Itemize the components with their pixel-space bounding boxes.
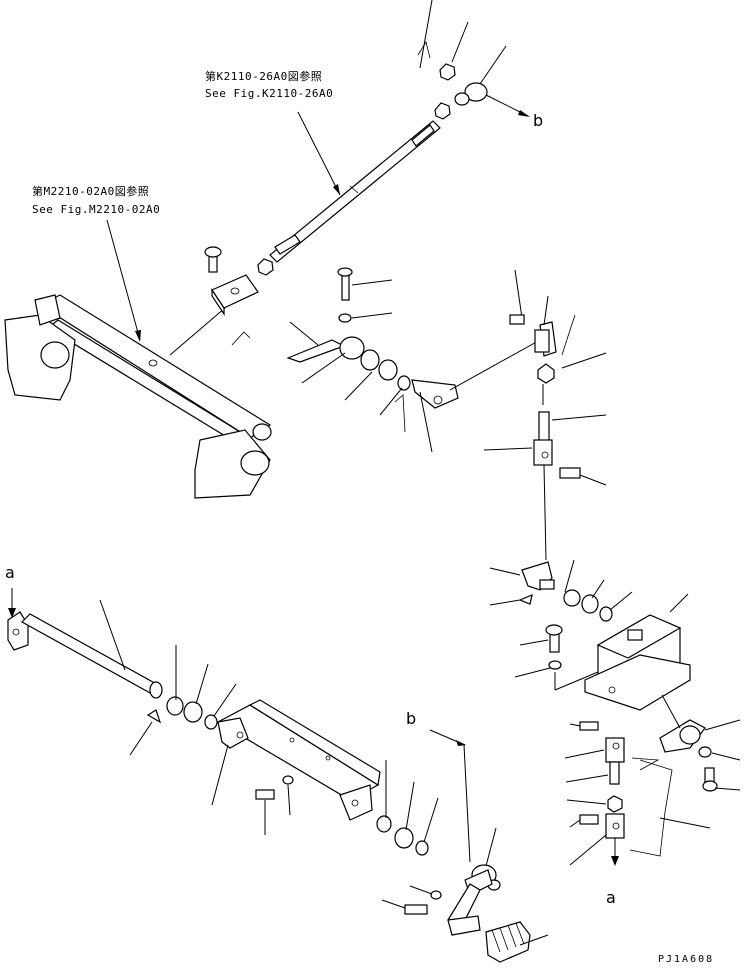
upper-adjust-rod (257, 0, 530, 276)
clevis-block (204, 246, 259, 346)
lower-left-rod (7, 588, 237, 756)
callout-b-bottom: b (406, 709, 416, 728)
right-vertical-link (483, 269, 607, 561)
lower-right-assembly (489, 559, 741, 792)
reference-2-jp: 第M2210-02A0図参照 (32, 184, 149, 198)
lower-yoke-assembly (564, 721, 711, 866)
callout-a-bottom: a (606, 888, 616, 907)
callout-a-top: a (5, 563, 15, 582)
reference-1-en: See Fig.K2110-26A0 (205, 87, 333, 100)
figure-code: PJ1A608 (658, 954, 714, 965)
middle-lever-assembly (286, 267, 541, 453)
left-cross-shaft (4, 219, 272, 499)
reference-1-jp: 第K2110-26A0図参照 (205, 69, 322, 83)
reference-2-en: See Fig.M2210-02A0 (32, 203, 160, 216)
callout-b-top: b (533, 111, 543, 130)
lower-bracket (211, 699, 439, 856)
pedal-lever (381, 729, 549, 963)
